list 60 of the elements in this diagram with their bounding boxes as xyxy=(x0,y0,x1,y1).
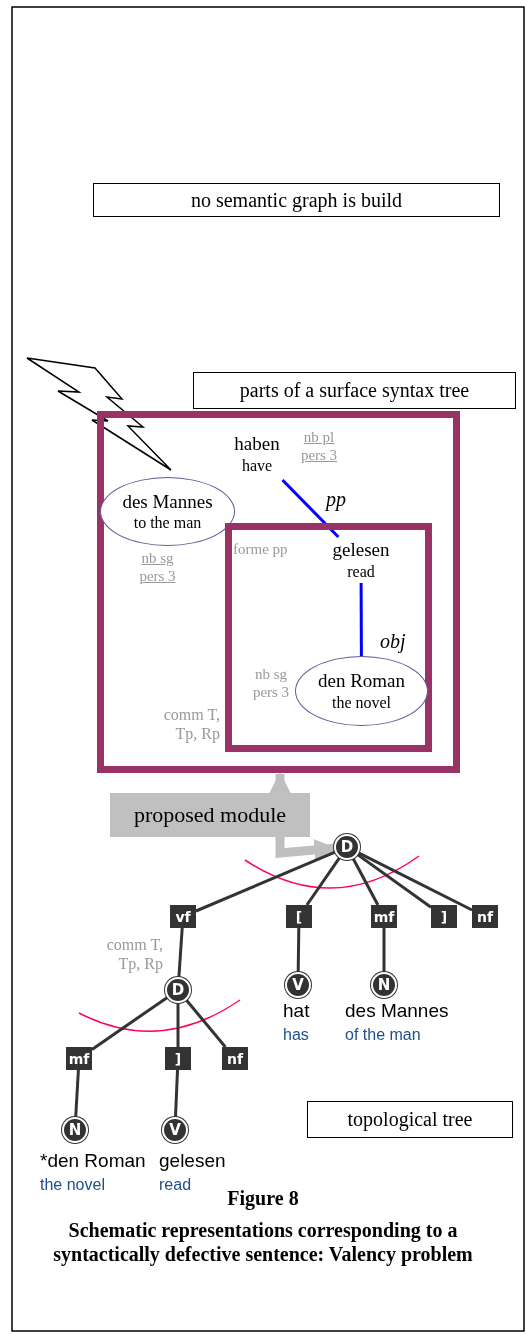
gloss-text: read xyxy=(159,1175,192,1195)
field-box: ] xyxy=(431,905,457,928)
word-text: haben xyxy=(234,433,280,456)
title-box: parts of a surface syntax tree xyxy=(193,372,516,409)
word-text: den Roman xyxy=(317,670,406,693)
connector-line xyxy=(281,478,340,539)
gloss-text: to the man xyxy=(133,513,202,533)
module-box: proposed module xyxy=(110,793,310,837)
category-circle: V xyxy=(162,1117,188,1143)
field-box: ] xyxy=(165,1047,191,1070)
word-text: des Mannes xyxy=(122,490,213,514)
caption-text: Schematic representations corresponding to a syntactically defective sentence: Valency problem xyxy=(52,1218,474,1266)
subtree-frame xyxy=(225,523,432,752)
category-circle: D xyxy=(334,834,360,860)
gloss-text: have xyxy=(241,455,273,475)
connector-line xyxy=(176,1003,180,1047)
field-box: mf xyxy=(66,1047,92,1070)
word-text: *den Roman xyxy=(40,1150,146,1173)
connector-line xyxy=(177,927,184,978)
gloss-text: the novel xyxy=(40,1175,105,1195)
word-text: gelesen xyxy=(159,1150,226,1173)
connector-line xyxy=(195,850,336,913)
connector-line xyxy=(356,853,432,909)
connector-line xyxy=(382,928,386,972)
feature-annotation: comm T, Tp, Rp xyxy=(162,705,220,744)
category-circle: N xyxy=(62,1117,88,1143)
title-box: topological tree xyxy=(307,1101,513,1138)
syntax-tree-frame xyxy=(97,411,460,773)
connector-line xyxy=(357,851,473,912)
connector-line xyxy=(185,999,227,1048)
gloss-text: of the man xyxy=(345,1025,421,1045)
arrow xyxy=(269,771,291,794)
gloss-text: the novel xyxy=(331,692,392,712)
field-box: nf xyxy=(472,905,498,928)
feature-annotation: nb pl pers 3 xyxy=(299,428,339,464)
gloss-text: read xyxy=(347,561,375,581)
category-circle: N xyxy=(371,972,397,998)
figure-number: Figure 8 xyxy=(226,1186,300,1210)
word-text: des Mannes xyxy=(345,1000,449,1023)
connector-line xyxy=(174,1069,179,1118)
connector-line xyxy=(296,927,301,973)
word-text: hat xyxy=(283,1000,310,1023)
connector-line xyxy=(91,996,169,1051)
connector-line xyxy=(305,856,341,906)
connector-line xyxy=(351,857,380,906)
feature-annotation: nb sg pers 3 xyxy=(251,665,291,701)
connector-line xyxy=(74,1069,80,1118)
field-box: nf xyxy=(222,1047,248,1070)
field-box: mf xyxy=(371,905,397,928)
field-box: vf xyxy=(170,905,196,928)
word-text: gelesen xyxy=(332,539,390,562)
feature-annotation: forme pp xyxy=(233,540,288,558)
category-circle: D xyxy=(165,977,191,1003)
field-box: [ xyxy=(286,905,312,928)
feature-annotation: comm T, Tp, Rp xyxy=(105,935,163,974)
feature-annotation: nb sg pers 3 xyxy=(138,549,177,585)
note-box: no semantic graph is build xyxy=(93,183,500,217)
connector-line xyxy=(359,583,363,656)
category-circle: V xyxy=(285,972,311,998)
gloss-text: has xyxy=(283,1025,309,1045)
